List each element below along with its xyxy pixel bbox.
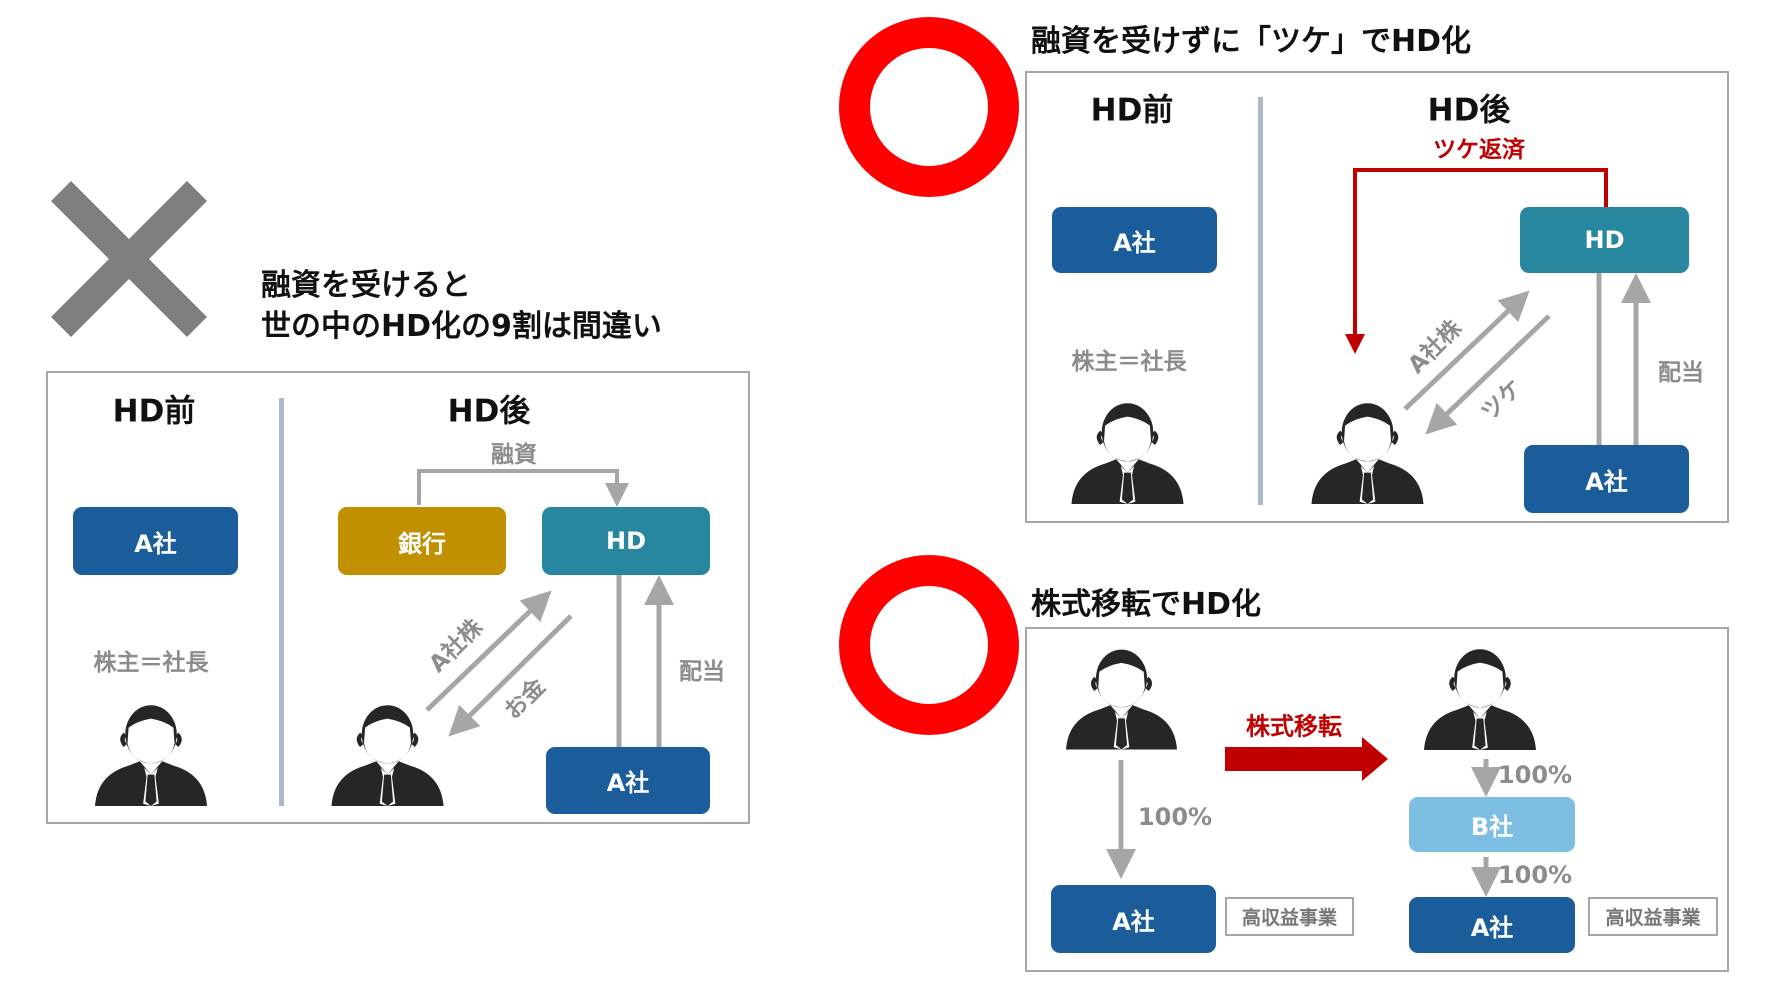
dividend-label: 配当: [1658, 360, 1704, 386]
dividend-label: 配当: [679, 659, 725, 685]
company-a-after-box: A社: [546, 747, 710, 814]
business-tag: 高収益事業: [1588, 897, 1718, 936]
top-right-frame: [1025, 71, 1729, 523]
pct-label: 100%: [1497, 761, 1573, 789]
shareholder-label: 株主＝社長: [93, 650, 209, 676]
pct-label: 100%: [1137, 803, 1213, 831]
hd-before-label: HD前: [112, 393, 196, 430]
hd-box: HD: [1520, 207, 1689, 273]
divider: [279, 398, 284, 806]
shareholder-label: 株主＝社長: [1071, 349, 1187, 375]
company-a-after-box: A社: [1524, 445, 1689, 513]
credit-arrow: [1425, 314, 1551, 435]
loan-bracket-arrow: [417, 469, 629, 507]
top-right-title: 融資を受けずに「ツケ」でHD化: [1031, 24, 1472, 59]
bottom-right-title: 株式移転でHD化: [1031, 587, 1262, 622]
company-a-after-box: A社: [1409, 897, 1575, 953]
company-a-box: A社: [73, 507, 238, 575]
hd-after-label: HD後: [447, 393, 531, 430]
business-tag: 高収益事業: [1225, 897, 1354, 936]
money-arrow: [448, 614, 573, 737]
pct-label: 100%: [1497, 861, 1573, 889]
loan-label: 融資: [491, 442, 537, 468]
cross-icon: [51, 181, 207, 337]
hd-after-label: HD後: [1427, 92, 1511, 129]
company-a-box: A社: [1051, 885, 1216, 953]
bank-box: 銀行: [338, 507, 506, 575]
shares-arrow: [1403, 290, 1530, 411]
bottom-right-frame: [1025, 627, 1729, 972]
hd-before-label: HD前: [1090, 92, 1174, 129]
shares-arrow: [425, 590, 552, 712]
company-a-box: A社: [1052, 207, 1217, 273]
left-diagram-frame: [46, 371, 750, 824]
transfer-arrow: [1225, 737, 1388, 781]
company-b-box: B社: [1409, 797, 1575, 852]
left-title-line2: 世の中のHD化の9割は間違い: [261, 309, 662, 344]
repay-label: ツケ返済: [1433, 137, 1525, 163]
repay-bracket-arrow: [1345, 168, 1608, 354]
divider: [1258, 97, 1263, 505]
transfer-label: 株式移転: [1246, 712, 1342, 741]
hd-box: HD: [542, 507, 710, 575]
left-title-line1: 融資を受けると: [261, 268, 471, 303]
